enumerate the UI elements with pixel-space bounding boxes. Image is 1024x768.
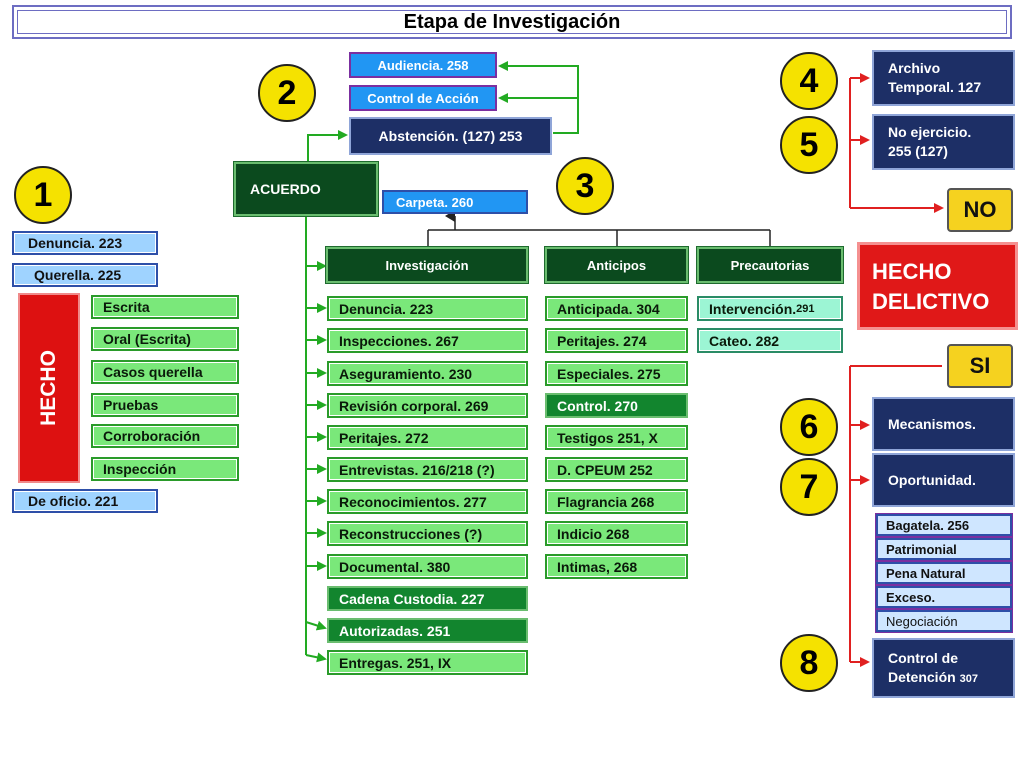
querella-box: Querella. 225 xyxy=(12,263,158,287)
hecho-item-escrita: Escrita xyxy=(91,295,239,319)
oficio-box: De oficio. 221 xyxy=(12,489,158,513)
anticipos-item: Intimas, 268 xyxy=(545,554,688,579)
step-8-badge: 8 xyxy=(780,634,838,692)
no-label: NO xyxy=(947,188,1013,232)
carpeta-box: Carpeta. 260 xyxy=(382,190,528,214)
acuerdo-box: ACUERDO xyxy=(234,162,378,216)
mecanismos-box: Mecanismos. xyxy=(872,397,1015,451)
anticipos-item: Anticipada. 304 xyxy=(545,296,688,321)
criterio-item: Bagatela. 256 xyxy=(876,514,1012,536)
step-4-badge: 4 xyxy=(780,52,838,110)
anticipos-item: Control. 270 xyxy=(545,393,688,418)
investigacion-item: Entregas. 251, IX xyxy=(327,650,528,675)
criterio-item: Patrimonial xyxy=(876,538,1012,560)
anticipos-item: Especiales. 275 xyxy=(545,361,688,386)
investigacion-item: Entrevistas. 216/218 (?) xyxy=(327,457,528,482)
oportunidad-box: Oportunidad. xyxy=(872,453,1015,507)
investigacion-item: Cadena Custodia. 227 xyxy=(327,586,528,611)
step-6-badge: 6 xyxy=(780,398,838,456)
denuncia-box: Denuncia. 223 xyxy=(12,231,158,255)
hecho-item-oral: Oral (Escrita) xyxy=(91,327,239,351)
control-accion-box: Control de Acción xyxy=(349,85,497,111)
hecho-box: HECHO xyxy=(18,293,80,483)
hecho-item-inspeccion: Inspección xyxy=(91,457,239,481)
investigacion-item: Autorizadas. 251 xyxy=(327,618,528,643)
no-ejercicio-box: No ejercicio.255 (127) xyxy=(872,114,1015,170)
criterio-item: Exceso. xyxy=(876,586,1012,608)
audiencia-box: Audiencia. 258 xyxy=(349,52,497,78)
page-title: Etapa de Investigación xyxy=(12,5,1012,39)
investigacion-item: Revisión corporal. 269 xyxy=(327,393,528,418)
investigacion-item: Aseguramiento. 230 xyxy=(327,361,528,386)
anticipos-item: Testigos 251, X xyxy=(545,425,688,450)
precautorias-item: Cateo. 282 xyxy=(697,328,843,353)
precautorias-item: Intervención. 291 xyxy=(697,296,843,321)
step-3-badge: 3 xyxy=(556,157,614,215)
investigacion-item: Denuncia. 223 xyxy=(327,296,528,321)
anticipos-item: Indicio 268 xyxy=(545,521,688,546)
anticipos-item: Flagrancia 268 xyxy=(545,489,688,514)
criterio-item: Pena Natural xyxy=(876,562,1012,584)
investigacion-item: Peritajes. 272 xyxy=(327,425,528,450)
hecho-item-corroboracion: Corroboración xyxy=(91,424,239,448)
investigacion-item: Documental. 380 xyxy=(327,554,528,579)
si-label: SI xyxy=(947,344,1013,388)
hecho-item-casos-querella: Casos querella xyxy=(91,360,239,384)
anticipos-item: D. CPEUM 252 xyxy=(545,457,688,482)
step-2-badge: 2 xyxy=(258,64,316,122)
criterio-item: Negociación xyxy=(876,610,1012,632)
step-7-badge: 7 xyxy=(780,458,838,516)
investigacion-item: Reconocimientos. 277 xyxy=(327,489,528,514)
step-5-badge: 5 xyxy=(780,116,838,174)
anticipos-item: Peritajes. 274 xyxy=(545,328,688,353)
investigacion-header: Investigación xyxy=(326,247,528,283)
investigacion-item: Inspecciones. 267 xyxy=(327,328,528,353)
hecho-item-pruebas: Pruebas xyxy=(91,393,239,417)
step-1-badge: 1 xyxy=(14,166,72,224)
anticipos-header: Anticipos xyxy=(545,247,688,283)
precautorias-header: Precautorias xyxy=(697,247,843,283)
investigacion-item: Reconstrucciones (?) xyxy=(327,521,528,546)
abstencion-box: Abstención. (127) 253 xyxy=(349,117,552,155)
